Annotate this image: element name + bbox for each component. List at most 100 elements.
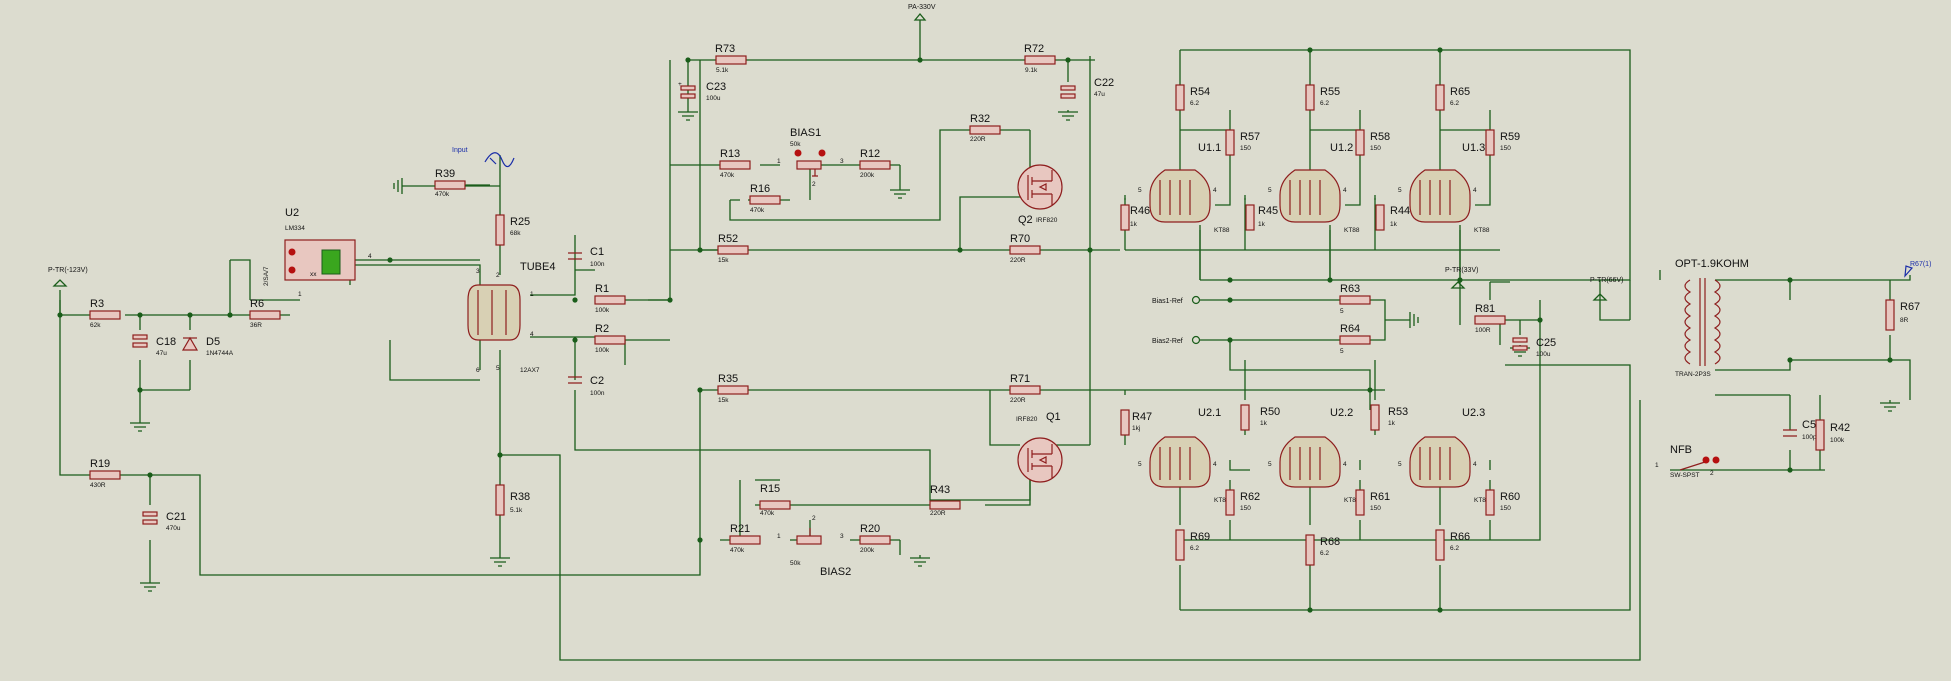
R58[interactable]: R58 150 <box>1355 129 1390 156</box>
R25[interactable]: R25 68k <box>495 214 530 246</box>
R52[interactable]: R52 15k <box>717 233 749 264</box>
R64[interactable]: R64 5 <box>1339 323 1371 355</box>
U2[interactable]: xx U2 LM334 2/SA/7 4 1 <box>263 207 372 298</box>
svg-text:150: 150 <box>1370 145 1381 152</box>
C22[interactable]: C22 47u <box>1060 77 1114 99</box>
ptr-66v-terminal[interactable]: P-TR(66V) <box>1590 277 1623 301</box>
svg-text:R25: R25 <box>510 216 530 228</box>
R54[interactable]: R54 6.2 <box>1175 84 1210 111</box>
R62[interactable]: R62 150 <box>1225 489 1260 516</box>
input-generator[interactable]: Input <box>452 147 515 168</box>
R72[interactable]: R72 9.1k <box>1024 43 1056 74</box>
R67[interactable]: R67 8R <box>1885 299 1920 331</box>
C2[interactable]: C2 100n <box>568 375 605 397</box>
R71[interactable]: R71 220R <box>1009 373 1041 404</box>
R55[interactable]: R55 6.2 <box>1305 84 1340 111</box>
R81[interactable]: R81 100R <box>1474 303 1506 334</box>
svg-text:BIAS1: BIAS1 <box>790 127 821 139</box>
svg-text:5: 5 <box>1138 461 1142 468</box>
R43[interactable]: R43 220R <box>929 484 961 517</box>
C25[interactable]: C25 100u <box>1512 337 1556 358</box>
D5[interactable]: D5 1N4744A <box>181 336 234 357</box>
svg-text:47u: 47u <box>1094 91 1105 98</box>
U2.1[interactable]: U2.1 KT88 5 4 <box>1138 407 1230 504</box>
svg-text:R81: R81 <box>1475 303 1495 315</box>
svg-text:5: 5 <box>1138 187 1142 194</box>
C23[interactable]: + C23 100u <box>678 81 726 102</box>
C21[interactable]: C21 470u <box>142 511 186 532</box>
R21[interactable]: R21 470k <box>729 523 761 554</box>
svg-text:KT88: KT88 <box>1344 497 1360 504</box>
R6[interactable]: R6 36R <box>249 298 281 329</box>
U1.3[interactable]: U1.3 KT88 5 4 <box>1398 142 1490 234</box>
R15[interactable]: R15 470k <box>759 483 791 517</box>
BIAS1[interactable]: BIAS1 50k 1 3 2 <box>777 127 844 188</box>
svg-text:47u: 47u <box>156 350 167 357</box>
R69[interactable]: R69 6.2 <box>1175 529 1210 561</box>
svg-text:150: 150 <box>1370 505 1381 512</box>
C1[interactable]: C1 100n <box>568 246 605 268</box>
svg-text:R65: R65 <box>1450 86 1470 98</box>
svg-text:6.2: 6.2 <box>1320 550 1329 557</box>
R47[interactable]: R47 1kj <box>1120 409 1152 436</box>
svg-text:4: 4 <box>1343 187 1347 194</box>
svg-text:15k: 15k <box>718 397 729 404</box>
R68[interactable]: R68 6.2 <box>1305 534 1340 566</box>
svg-text:C5: C5 <box>1802 419 1816 431</box>
R46[interactable]: R46 1k <box>1120 204 1150 231</box>
R63[interactable]: R63 5 <box>1339 283 1371 315</box>
svg-text:R1: R1 <box>595 283 609 295</box>
R32[interactable]: R32 220R <box>969 113 1001 143</box>
R19[interactable]: R19 430R <box>89 458 121 489</box>
R3[interactable]: R3 62k <box>89 298 121 329</box>
bias1-ref-port[interactable]: Bias1-Ref <box>1152 295 1201 306</box>
Q2[interactable]: Q2 IRF820 <box>1017 164 1063 226</box>
bias2-ref-port[interactable]: Bias2-Ref <box>1152 335 1201 346</box>
R53[interactable]: R53 1k <box>1370 404 1408 431</box>
R61[interactable]: R61 150 <box>1355 489 1390 516</box>
R60[interactable]: R60 150 <box>1485 489 1520 516</box>
TUBE4[interactable]: TUBE4 12AX7 3 2 1 4 6 5 <box>467 261 555 374</box>
R13[interactable]: R13 470k <box>719 148 751 179</box>
svg-text:R59: R59 <box>1500 131 1520 143</box>
BIAS2[interactable]: BIAS2 50k 1 3 2 <box>777 515 851 578</box>
R65[interactable]: R65 6.2 <box>1435 84 1470 111</box>
U2.2[interactable]: U2.2 KT88 5 4 <box>1268 407 1360 504</box>
svg-text:100u: 100u <box>706 95 721 102</box>
NFB[interactable]: NFB SW-SPST 1 2 <box>1655 444 1720 479</box>
R66[interactable]: R66 6.2 <box>1435 529 1470 561</box>
r67-probe[interactable]: R67(1) <box>1904 261 1931 278</box>
R59[interactable]: R59 150 <box>1485 129 1520 156</box>
svg-text:TUBE4: TUBE4 <box>520 261 555 273</box>
svg-text:2: 2 <box>496 272 500 279</box>
output-transformer[interactable]: OPT-1.9KOHM TRAN-2P3S <box>1675 258 1749 378</box>
R70[interactable]: R70 220R <box>1009 233 1041 264</box>
U2.3[interactable]: U2.3 KT88 5 4 <box>1398 407 1490 504</box>
R57[interactable]: R57 150 <box>1225 129 1260 156</box>
ptr-33v-terminal[interactable]: P-TR(33V) <box>1445 267 1478 289</box>
svg-text:1k: 1k <box>1258 221 1266 228</box>
R16[interactable]: R16 470k <box>749 183 781 214</box>
U1.2[interactable]: U1.2 KT88 5 4 <box>1268 142 1360 234</box>
R2[interactable]: R2 100k <box>594 323 626 354</box>
R20[interactable]: R20 200k <box>859 523 891 554</box>
R39[interactable]: R39 470k <box>402 168 500 198</box>
ptr-neg123-terminal[interactable]: P-TR(-123V) <box>48 267 88 287</box>
R45[interactable]: R45 1k <box>1245 204 1278 231</box>
pa-330v-terminal[interactable]: PA-330V <box>908 4 936 42</box>
R38[interactable]: R38 5.1k <box>495 484 530 516</box>
R50[interactable]: R50 1k <box>1240 404 1280 431</box>
R12[interactable]: R12 200k <box>859 148 891 179</box>
R73[interactable]: R73 5.1k <box>715 43 747 74</box>
R44[interactable]: R44 1k <box>1375 204 1410 231</box>
R1[interactable]: R1 100k <box>594 283 626 314</box>
U1.1[interactable]: U1.1 KT88 5 4 <box>1138 142 1230 234</box>
C5[interactable]: C5 100p <box>1783 419 1817 441</box>
R35[interactable]: R35 15k <box>717 373 749 404</box>
svg-text:R67: R67 <box>1900 301 1920 313</box>
C18[interactable]: C18 47u <box>132 334 176 357</box>
Q1[interactable]: Q1 IRF820 <box>1016 411 1063 483</box>
R42[interactable]: R42 100k <box>1815 419 1850 451</box>
svg-text:Q2: Q2 <box>1018 214 1033 226</box>
svg-text:4: 4 <box>368 253 372 260</box>
